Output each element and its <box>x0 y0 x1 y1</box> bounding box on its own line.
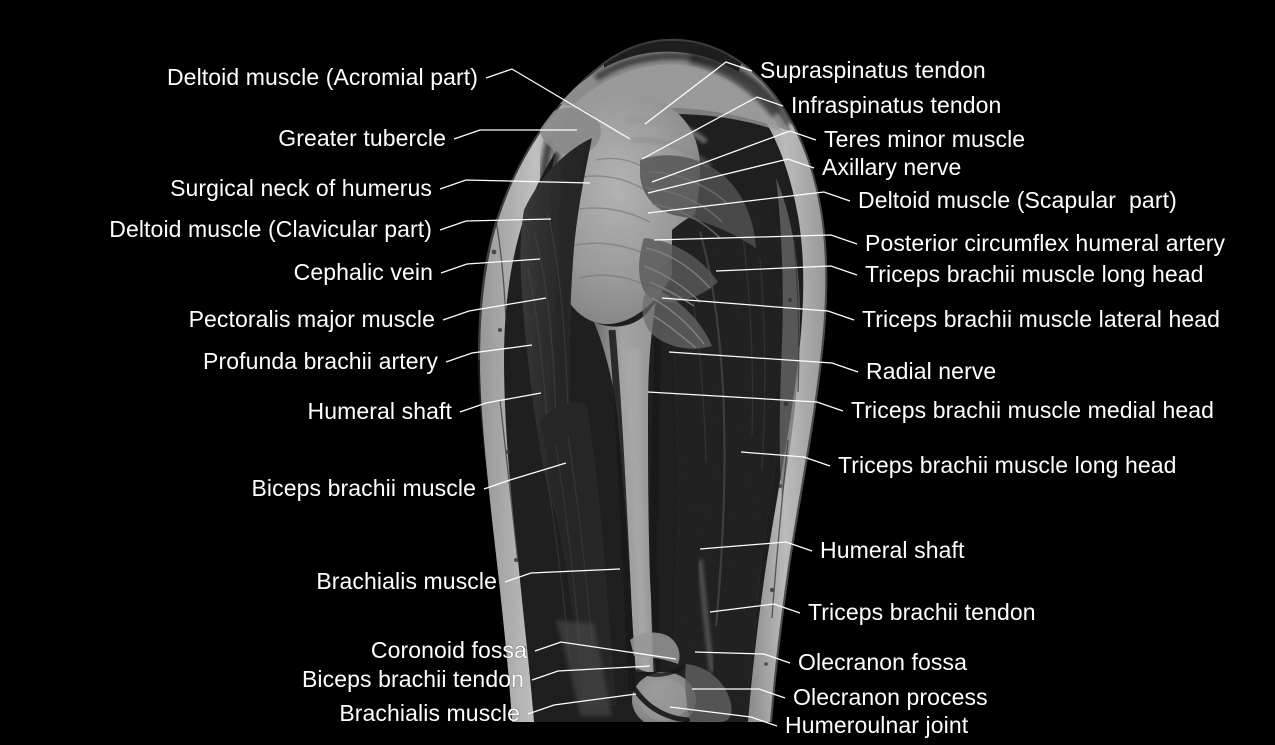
label-deltoid-acromial: Deltoid muscle (Acromial part) <box>166 64 478 90</box>
label-radial-nerve: Radial nerve <box>866 358 997 384</box>
label-humeral-shaft-upper: Humeral shaft <box>307 398 452 424</box>
label-post-circumflex-artery: Posterior circumflex humeral artery <box>865 230 1226 256</box>
label-deltoid-clavicular: Deltoid muscle (Clavicular part) <box>109 216 432 242</box>
label-triceps-medial-head: Triceps brachii muscle medial head <box>851 397 1215 423</box>
label-deltoid-scapular: Deltoid muscle (Scapular part) <box>858 187 1177 213</box>
label-profunda-brachii-artery: Profunda brachii artery <box>203 348 438 374</box>
label-brachialis-muscle-lower: Brachialis muscle <box>339 700 520 726</box>
label-supraspinatus-tendon: Supraspinatus tendon <box>760 57 986 83</box>
label-triceps-brachii-tendon: Triceps brachii tendon <box>808 599 1036 625</box>
label-biceps-brachii-muscle: Biceps brachii muscle <box>251 475 476 501</box>
label-coronoid-fossa: Coronoid fossa <box>370 637 527 663</box>
label-olecranon-process: Olecranon process <box>793 684 988 710</box>
label-biceps-brachii-tendon: Biceps brachii tendon <box>301 666 524 692</box>
label-infraspinatus-tendon: Infraspinatus tendon <box>791 92 1002 118</box>
label-olecranon-fossa: Olecranon fossa <box>798 649 967 675</box>
label-cephalic-vein: Cephalic vein <box>293 259 433 285</box>
label-surgical-neck: Surgical neck of humerus <box>170 175 432 201</box>
label-teres-minor: Teres minor muscle <box>824 126 1026 152</box>
label-brachialis-muscle-mid: Brachialis muscle <box>316 568 497 594</box>
label-humeral-shaft-lower: Humeral shaft <box>820 537 965 563</box>
label-triceps-long-head-upper: Triceps brachii muscle long head <box>865 261 1204 287</box>
label-triceps-lateral-head: Triceps brachii muscle lateral head <box>862 306 1221 332</box>
label-pectoralis-major: Pectoralis major muscle <box>188 306 435 332</box>
label-triceps-long-head-lower: Triceps brachii muscle long head <box>838 452 1177 478</box>
label-humeroulnar-joint: Humeroulnar joint <box>785 712 969 738</box>
label-greater-tubercle: Greater tubercle <box>278 125 446 151</box>
label-axillary-nerve: Axillary nerve <box>822 154 962 180</box>
